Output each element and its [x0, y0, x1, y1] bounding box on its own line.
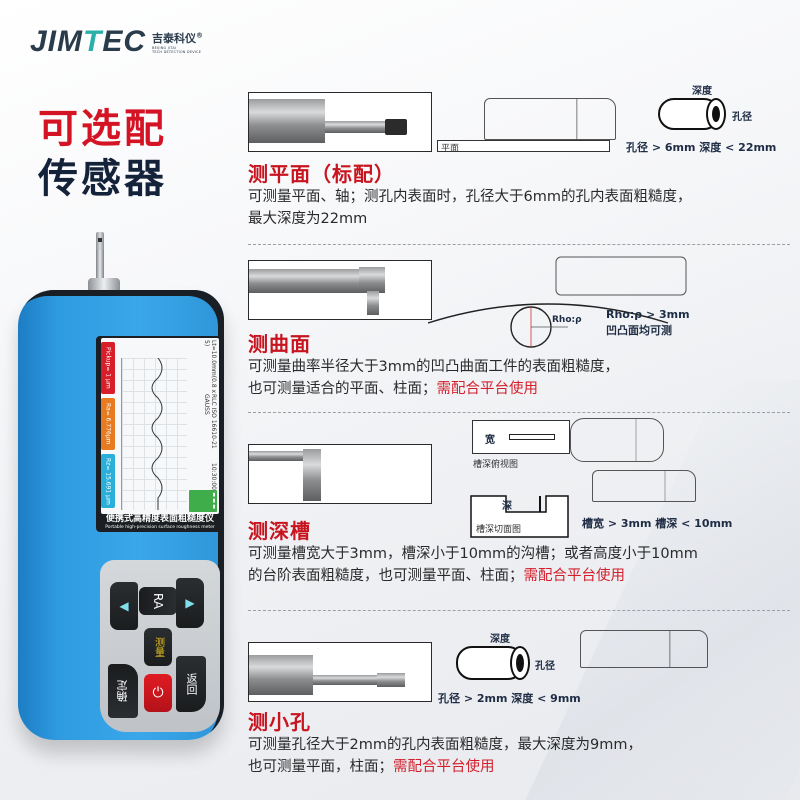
desc-line2: 也可测量适合的平面、柱面；: [248, 381, 437, 397]
curved-sensor-photo: [248, 260, 432, 320]
section-desc: 可测量曲率半径大于3mm的凹凸曲面工件的表面粗糙度， 也可测量适合的平面、柱面；…: [248, 356, 619, 400]
section-desc: 可测量孔径大于2mm的孔内表面粗糙度，最大深度为9mm， 也可测量平面，柱面；需…: [248, 734, 642, 778]
flat-plate-drawing: 平面: [437, 140, 610, 154]
sensor-leg: [303, 449, 321, 501]
logo-cn-name: 吉泰科仪: [152, 32, 197, 45]
desc-line2: 的台阶表面粗糙度，也可测量平面、柱面；: [248, 568, 524, 584]
bore-label: 孔径: [535, 661, 555, 672]
device-caption: 便携式高精度表面粗糙度仪 Portable high-precision sur…: [97, 514, 223, 531]
hole-opening-icon: [510, 646, 530, 680]
left-arrow-key[interactable]: ◀: [110, 582, 138, 630]
section-title: 测曲面: [248, 332, 311, 356]
screen-status-column: Lt=10.0mm(0.8 x 5) RLC ISO 16610-21 GAUS…: [189, 340, 217, 512]
device-side-drawing: [484, 98, 616, 140]
sensor-body: [249, 655, 313, 695]
logo-en-line2: TECH DETECTION DEVICE: [152, 50, 202, 54]
ra-key[interactable]: RA: [139, 587, 177, 615]
curved-surface-diagram: [428, 256, 687, 348]
depth-label: 深度: [692, 86, 712, 97]
right-arrow-key[interactable]: ▶: [176, 578, 204, 628]
flat-sensor-photo: [248, 92, 432, 152]
groove-top-view: 宽: [472, 420, 570, 454]
desc-line1: 可测量曲率半径大于3mm的凹凸曲面工件的表面粗糙度，: [248, 359, 619, 375]
section-divider: [248, 244, 790, 245]
groove-width-label: 宽: [485, 435, 495, 446]
probe-tip: [96, 232, 104, 252]
measure-key[interactable]: 测量: [144, 628, 172, 666]
platform-note: 需配合平台使用: [436, 381, 539, 397]
sensor-shaft: [249, 269, 361, 293]
rho-label: Rho:ρ: [552, 315, 582, 325]
roughness-profile-graph: [121, 357, 187, 510]
depth-label: 深度: [490, 634, 510, 645]
back-key[interactable]: 返回: [176, 656, 206, 712]
pickup-badge: Pickup= 1 μm: [101, 342, 115, 394]
curve-spec-line1: Rho:ρ > 3mm: [606, 308, 690, 321]
desc-line1: 可测量孔径大于2mm的孔内表面粗糙度，最大深度为9mm，: [248, 737, 642, 753]
confirm-key[interactable]: 确定: [108, 664, 138, 718]
groove-depth-label: 深: [502, 501, 512, 512]
logo-chinese-block: 吉泰科仪® BEIJING JITAI TECH DETECTION DEVIC…: [152, 30, 203, 54]
sensor-body: [249, 99, 325, 143]
sensor-tip: [385, 119, 407, 135]
sensor-tip: [377, 673, 405, 687]
time-readout: 10:30:00: [210, 463, 217, 490]
section-divider: [248, 610, 790, 611]
curve-spec-line2: 凹凸面均可测: [606, 324, 672, 337]
section-desc: 可测量平面、轴；测孔内表面时，孔径大于6mm的孔内表面粗糙度， 最大深度为22m…: [248, 186, 691, 230]
power-key[interactable]: ⏻: [144, 674, 172, 712]
groove-sensor-photo: [248, 444, 432, 504]
registered-mark: ®: [196, 31, 204, 40]
sensor-shaft: [313, 675, 377, 685]
groove-spec: 槽宽 > 3mm 槽深 < 10mm: [582, 517, 733, 530]
device-top-drawing: [570, 418, 664, 462]
sensor-shaft: [249, 451, 305, 461]
profile-wave-icon: [151, 357, 163, 510]
sensor-tip: [367, 291, 379, 315]
desc-line1: 可测量平面、轴；测孔内表面时，孔径大于6mm的孔内表面粗糙度，: [248, 189, 692, 205]
logo-en-line1: BEIJING JITAI: [152, 46, 177, 50]
brand-logo: JIMTEC 吉泰科仪® BEIJING JITAI TECH DETECTIO…: [30, 22, 203, 62]
section-divider: [248, 412, 790, 413]
sensor-shaft: [325, 121, 385, 133]
headline-line1: 可选配: [38, 106, 167, 152]
device-side-drawing: [580, 630, 708, 668]
groove-section-diagram: [470, 495, 569, 538]
desc-line2: 也可测量平面，柱面；: [248, 759, 393, 775]
headline-line2: 传感器: [38, 156, 167, 202]
bore-opening-icon: [706, 98, 726, 130]
top-view-caption: 槽深俯视图: [473, 460, 519, 470]
hole-spec: 孔径 > 2mm 深度 < 9mm: [438, 692, 581, 705]
platform-note: 需配合平台使用: [393, 759, 495, 775]
rz-badge: Rz= 15.691 μm: [101, 454, 115, 508]
section-title: 测小孔: [248, 710, 311, 734]
section-view-caption: 槽深切面图: [476, 525, 522, 535]
logo-wordmark: JIMTEC: [30, 25, 147, 58]
device-side-drawing: [592, 470, 696, 502]
flat-spec: 孔径 > 6mm 深度 < 22mm: [626, 141, 777, 154]
groove-slot-icon: [509, 434, 555, 440]
device-caption-cn: 便携式高精度表面粗糙度仪: [105, 514, 214, 524]
probe-rod: [96, 250, 104, 280]
battery-icon: ▮▮▮: [189, 490, 217, 512]
bore-label: 孔径: [732, 112, 752, 123]
platform-note: 需配合平台使用: [523, 568, 626, 584]
flat-plate-label: 平面: [441, 144, 460, 154]
desc-line2: 最大深度为22mm: [248, 211, 368, 227]
section-desc: 可测量槽宽大于3mm，槽深小于10mm的沟槽；或者高度小于10mm 的台阶表面粗…: [248, 543, 698, 587]
length-readout: Lt=10.0mm(0.8 x 5): [203, 340, 217, 394]
section-title: 测平面（标配）: [248, 162, 395, 186]
device-caption-en: Portable high-precision surface roughnes…: [105, 525, 215, 530]
ra-badge: Ra= 6.776μm: [101, 398, 115, 450]
device-screen: Pickup= 1 μm Ra= 6.776μm Rz= 15.691 μm L…: [101, 338, 219, 514]
headline: 可选配 传感器: [38, 104, 167, 204]
section-title: 测深槽: [248, 519, 311, 543]
standard-readout: RLC ISO 16610-21 GAUSS: [203, 394, 217, 450]
sensor-head: [359, 267, 385, 293]
hole-sensor-photo: [248, 642, 432, 702]
desc-line1: 可测量槽宽大于3mm，槽深小于10mm的沟槽；或者高度小于10mm: [248, 546, 698, 562]
